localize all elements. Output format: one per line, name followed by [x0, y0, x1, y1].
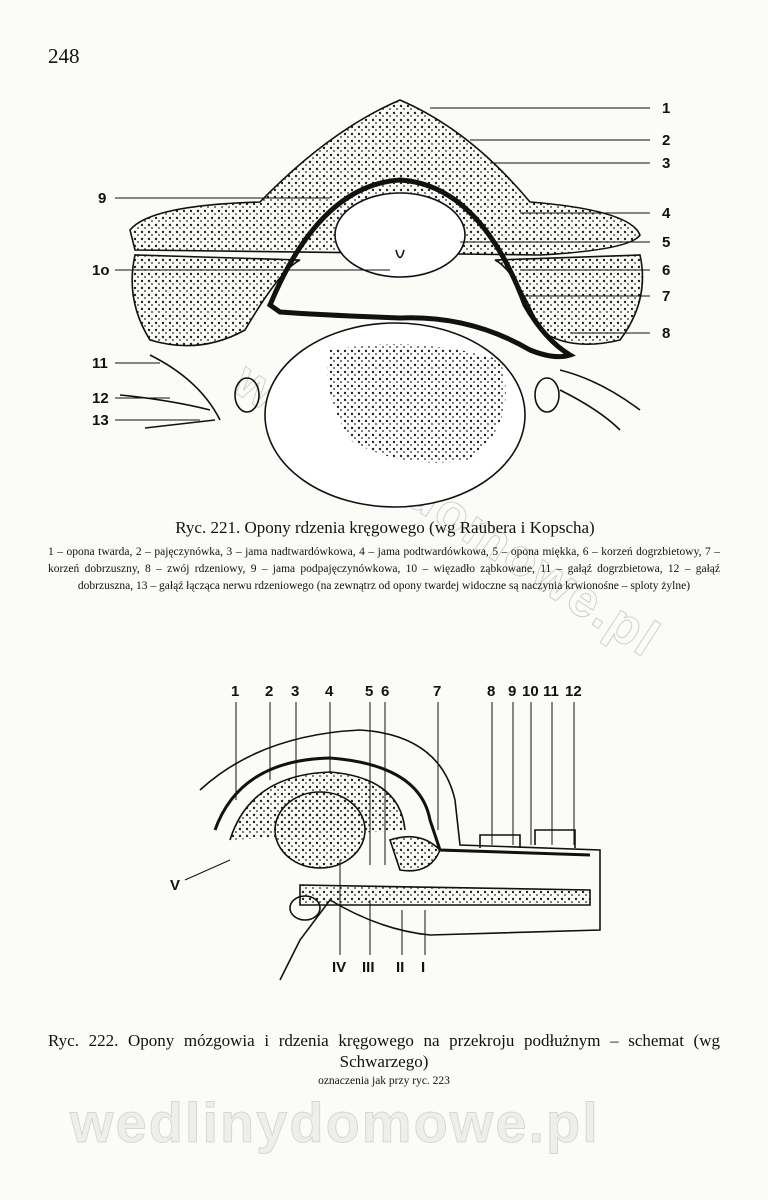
label-6: 6	[381, 683, 389, 700]
label-8: 8	[662, 325, 670, 342]
label-I: I	[421, 959, 425, 976]
label-IV: IV	[332, 959, 346, 976]
label-3: 3	[662, 155, 670, 172]
label-8: 8	[487, 683, 495, 700]
label-9: 9	[508, 683, 516, 700]
label-11: 11	[543, 683, 559, 700]
figure-222-title: Ryc. 222. Opony mózgowia i rdzenia kręgo…	[48, 1031, 720, 1071]
label-12: 12	[92, 390, 109, 407]
label-7: 7	[433, 683, 441, 700]
label-2: 2	[265, 683, 273, 700]
figure-222-illustration: 1 2 3 4 5 6 7 8 9 10 11 12 V IV III II I	[0, 680, 768, 990]
label-13: 13	[92, 412, 109, 429]
label-3: 3	[291, 683, 299, 700]
label-12: 12	[565, 683, 582, 700]
figure-221-legend: 1 – opona twarda, 2 – pajęczynówka, 3 – …	[48, 546, 720, 592]
label-4: 4	[662, 205, 671, 222]
label-V: V	[170, 877, 180, 894]
label-2: 2	[662, 132, 670, 149]
label-10: 10	[522, 683, 539, 700]
figure-221-illustration: 1 2 3 4 5 6 7 8 9 1o 11 12 13	[0, 90, 768, 510]
label-7: 7	[662, 288, 670, 305]
label-9: 9	[98, 190, 106, 207]
label-1: 1	[231, 683, 239, 700]
page-number: 248	[48, 44, 80, 68]
label-II: II	[396, 959, 404, 976]
label-5: 5	[662, 234, 670, 251]
label-III: III	[362, 959, 375, 976]
figure-221-title: Ryc. 221. Opony rdzenia kręgowego (wg Ra…	[175, 518, 595, 537]
label-6: 6	[662, 262, 670, 279]
label-5: 5	[365, 683, 373, 700]
label-4: 4	[325, 683, 334, 700]
label-1: 1	[662, 100, 670, 117]
figure-222-note: oznaczenia jak przy ryc. 223	[318, 1075, 450, 1087]
label-11: 11	[92, 355, 108, 372]
watermark: wedlinydomowe.pl	[70, 1091, 600, 1155]
label-10: 1o	[92, 262, 110, 279]
